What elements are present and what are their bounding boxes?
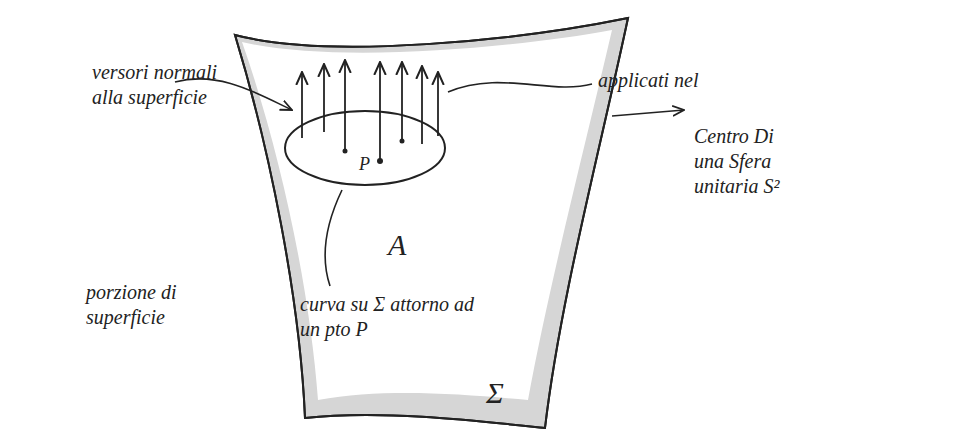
base-points — [343, 139, 405, 165]
callout-note: applicati nel — [598, 68, 738, 93]
callout-note: Centro Di una Sfera unitaria S² — [694, 124, 790, 199]
leader-line — [448, 83, 592, 92]
normal-vectors — [302, 60, 438, 160]
callout-note: versori normali alla superficie — [92, 60, 220, 110]
surface-outline — [235, 18, 628, 428]
callout-note: porzione di superficie — [86, 280, 206, 330]
arrow-line — [612, 110, 684, 116]
surface-shading — [235, 18, 628, 428]
point-letter: P — [359, 153, 377, 176]
surface-letter: Σ — [486, 374, 526, 412]
callout-note: curva su Σ attorno ad un pto P — [300, 292, 490, 342]
closed-curve — [285, 111, 445, 185]
region-letter: A — [388, 226, 428, 264]
leader-line — [325, 190, 342, 286]
